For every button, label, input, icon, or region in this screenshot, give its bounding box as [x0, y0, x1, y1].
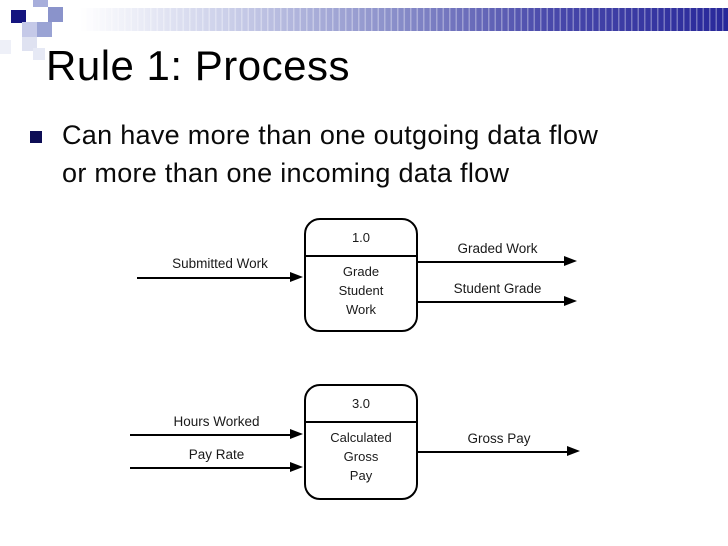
bullet-square-icon — [30, 131, 42, 143]
bullet-item: Can have more than one outgoing data flo… — [62, 116, 702, 192]
flow-label-graded-work: Graded Work — [457, 241, 538, 256]
flow-label-hours-worked: Hours Worked — [173, 414, 260, 429]
arrowhead-icon — [290, 462, 303, 472]
flow-line — [137, 277, 290, 279]
bullet-line-1: Can have more than one outgoing data flo… — [62, 120, 599, 150]
arrowhead-icon — [290, 272, 303, 282]
arrowhead-icon — [290, 429, 303, 439]
process-name-line: Grade — [342, 264, 380, 279]
flow-label-student-grade: Student Grade — [453, 281, 542, 296]
process-id: 1.0 — [306, 220, 416, 257]
flow-line — [418, 261, 564, 263]
decor-square — [11, 10, 26, 23]
decor-square — [0, 40, 11, 54]
arrowhead-icon — [564, 296, 577, 306]
bullet-line-2: or more than one incoming data flow — [62, 158, 510, 188]
flow-line — [130, 434, 290, 436]
decor-square — [22, 22, 37, 37]
process-name-line: Work — [345, 302, 377, 317]
decor-square — [37, 22, 52, 37]
flow-label-pay-rate: Pay Rate — [188, 447, 245, 462]
decor-square — [48, 7, 63, 22]
arrowhead-icon — [564, 256, 577, 266]
decor-square — [33, 0, 48, 7]
process-box-calculated-gross-pay: 3.0 Calculated Gross Pay — [304, 384, 418, 500]
header-gradient-bar — [80, 8, 728, 31]
flow-line — [418, 301, 564, 303]
process-name-line: Calculated — [330, 430, 392, 445]
decor-square — [33, 48, 45, 60]
flow-label-gross-pay: Gross Pay — [467, 431, 531, 446]
process-box-grade-student-work: 1.0 Grade Student Work — [304, 218, 418, 332]
flow-line — [130, 467, 290, 469]
arrowhead-icon — [567, 446, 580, 456]
process-name: Calculated Gross Pay — [306, 423, 416, 485]
process-name-line: Student — [338, 283, 384, 298]
flow-label-submitted-work: Submitted Work — [172, 256, 268, 271]
process-name-line: Pay — [349, 468, 373, 483]
process-name: Grade Student Work — [306, 257, 416, 319]
flow-line — [418, 451, 567, 453]
process-name-line: Gross — [343, 449, 379, 464]
process-id: 3.0 — [306, 386, 416, 423]
slide-title: Rule 1: Process — [46, 42, 350, 89]
decor-square — [22, 37, 37, 51]
